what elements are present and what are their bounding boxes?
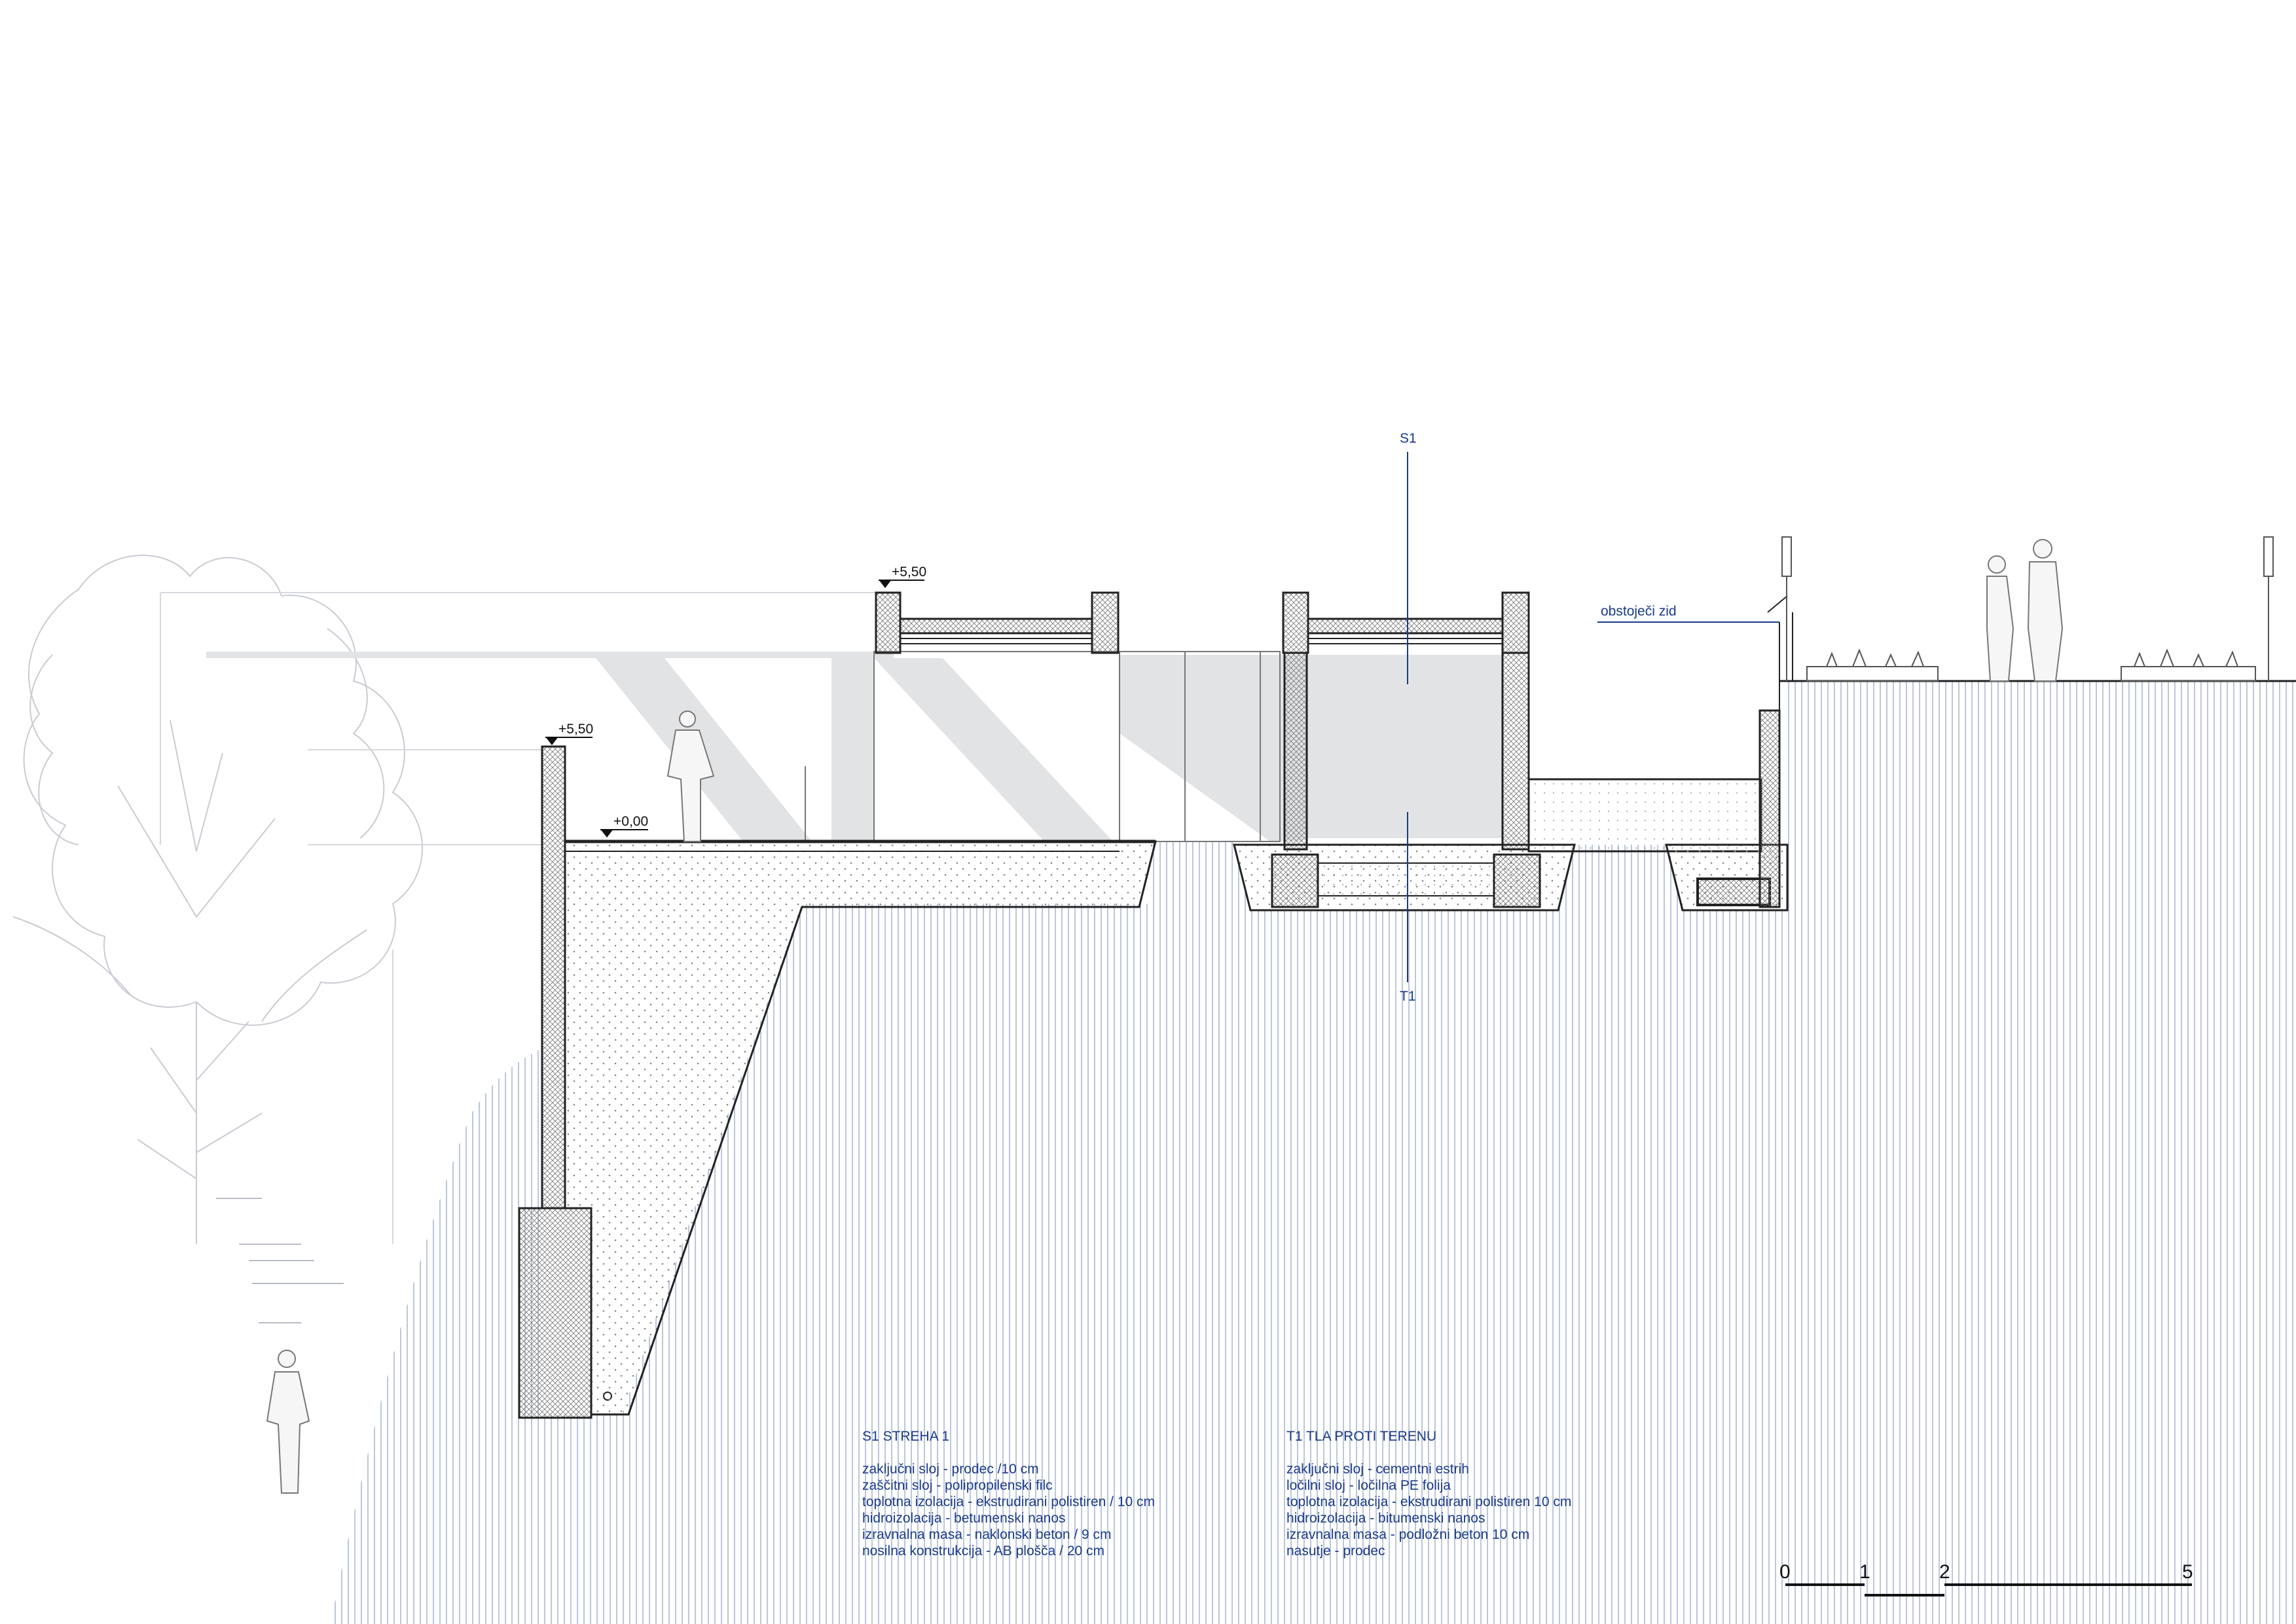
upper-roof-left bbox=[875, 591, 1120, 654]
legend-t1-layer: izravnalna masa - podložni beton 10 cm bbox=[1286, 1527, 1529, 1542]
left-wall bbox=[518, 745, 612, 1419]
existing-wall-label: obstoječi zid bbox=[1601, 604, 1677, 619]
section-marker-t1: T1 bbox=[1400, 989, 1416, 1004]
legend-s1-layer: zaščitni sloj - polipropilenski filc bbox=[862, 1478, 1053, 1493]
legend-s1-title: S1 STREHA 1 bbox=[862, 1429, 949, 1444]
legend-s1-layer: toplotna izolacija - ekstrudirani polist… bbox=[862, 1494, 1155, 1509]
lamp-posts bbox=[1781, 536, 2274, 681]
legend-t1-layer: ločilni sloj - ločilna PE folija bbox=[1286, 1478, 1451, 1493]
svg-text:+5,50: +5,50 bbox=[558, 722, 593, 737]
shadow-area bbox=[206, 652, 1503, 841]
legend-t1-layer: zaključni sloj - cementni estrih bbox=[1286, 1462, 1469, 1477]
legend-t1: T1 TLA PROTI TERENU zaključni sloj - cem… bbox=[1286, 1429, 1571, 1559]
section-marker-s1: S1 bbox=[1400, 431, 1417, 446]
legend-t1-layer: nasutje - prodec bbox=[1286, 1543, 1385, 1559]
background-building bbox=[160, 592, 877, 1244]
terrain-hatch bbox=[331, 681, 2296, 1624]
legend-t1-title: T1 TLA PROTI TERENU bbox=[1286, 1429, 1436, 1444]
svg-text:+0,00: +0,00 bbox=[613, 814, 648, 829]
legend-s1-layer: zaključni sloj - prodec /10 cm bbox=[862, 1462, 1039, 1477]
scale-tick: 5 bbox=[2182, 1561, 2193, 1583]
level-marker-left-wall: +5,50 bbox=[545, 722, 593, 745]
legend-s1: S1 STREHA 1 zaključni sloj - prodec /10 … bbox=[862, 1429, 1155, 1559]
planter-right bbox=[2121, 648, 2256, 682]
legend-s1-layer: izravnalna masa - naklonski beton / 9 cm bbox=[862, 1527, 1112, 1542]
upper-roof-right bbox=[1282, 591, 1530, 851]
planter-left bbox=[1806, 648, 1939, 682]
scale-tick: 1 bbox=[1859, 1561, 1870, 1583]
scale-tick: 0 bbox=[1779, 1561, 1791, 1583]
level-marker-floor: +0,00 bbox=[600, 814, 648, 838]
main-slab-fill bbox=[564, 840, 1157, 1416]
background-tree bbox=[12, 554, 423, 1244]
step-fill bbox=[1527, 778, 1762, 853]
legend-t1-layer: hidroizolacija - bitumenski nanos bbox=[1286, 1511, 1485, 1526]
level-marker-upper-roof: +5,50 bbox=[879, 564, 926, 588]
person-figures bbox=[266, 539, 2064, 1494]
svg-text:+5,50: +5,50 bbox=[892, 564, 926, 580]
background-stairs bbox=[216, 1198, 344, 1323]
legend-s1-layer: hidroizolacija - betumenski nanos bbox=[862, 1511, 1066, 1526]
scale-bar bbox=[1785, 1583, 2192, 1596]
legend-s1-layer: nosilna konstrukcija - AB plošča / 20 cm bbox=[862, 1543, 1104, 1559]
legend-t1-layer: toplotna izolacija - ekstrudirani polist… bbox=[1286, 1494, 1571, 1509]
scale-tick: 2 bbox=[1939, 1561, 1950, 1583]
existing-wall bbox=[1758, 595, 1793, 908]
